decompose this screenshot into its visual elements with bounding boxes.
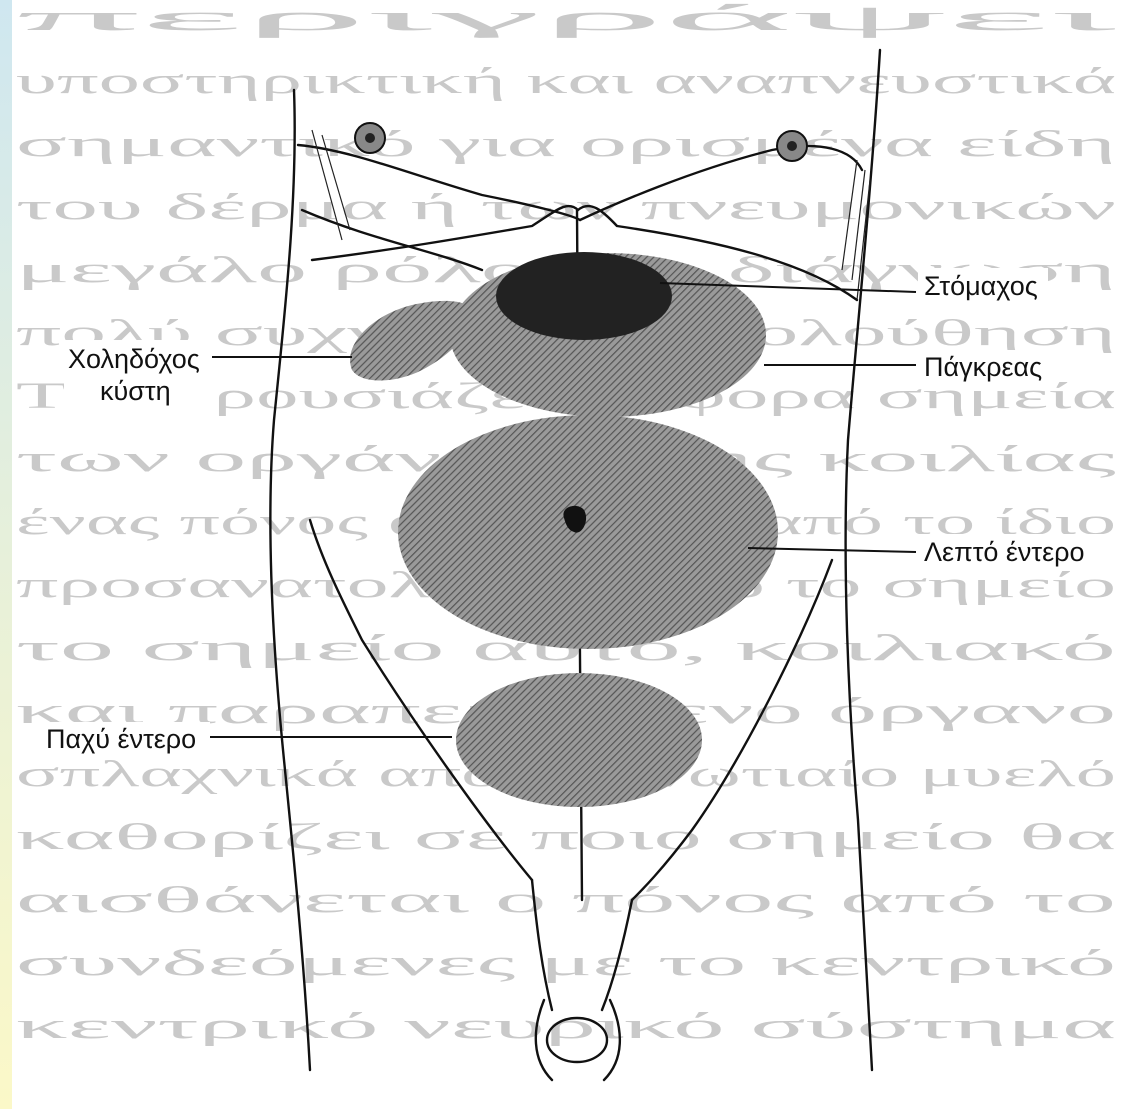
background-text-line: αισθάνεται ο πόνος από το xyxy=(16,880,1116,921)
figure-svg: περιγράψει υποστηρικτική και αναπνευστικά… xyxy=(12,0,1136,1109)
label-pancreas: Πάγκρεας xyxy=(924,352,1042,382)
background-text-line: περιγράψει xyxy=(16,0,1116,39)
label-large-intestine: Παχύ έντερο xyxy=(46,724,196,754)
background-text-line: καθορίζει σε ποιο σημείο θα xyxy=(16,817,1116,858)
label-gallbladder-line2: κύστη xyxy=(100,376,171,406)
background-text-line: σημαντικό για ορισμένα είδη xyxy=(16,124,1116,165)
background-text-line: συνδεόμενες με το κεντρικό xyxy=(16,943,1116,984)
referred-pain-figure: περιγράψει υποστηρικτική και αναπνευστικά… xyxy=(12,0,1136,1109)
large-intestine-region xyxy=(456,673,702,807)
small-intestine-region xyxy=(398,415,778,649)
label-stomach: Στόμαχος xyxy=(924,271,1038,301)
background-text-line: υποστηρικτική και αναπνευστικά xyxy=(16,61,1116,102)
background-text-line: κεντρικό νευρικό σύστημα xyxy=(16,1006,1116,1047)
label-small-intestine: Λεπτό έντερο xyxy=(924,537,1085,567)
label-gallbladder-line1: Χοληδόχος xyxy=(68,344,200,374)
slide-edge-stripe xyxy=(0,0,12,1109)
stomach-region xyxy=(496,252,672,340)
